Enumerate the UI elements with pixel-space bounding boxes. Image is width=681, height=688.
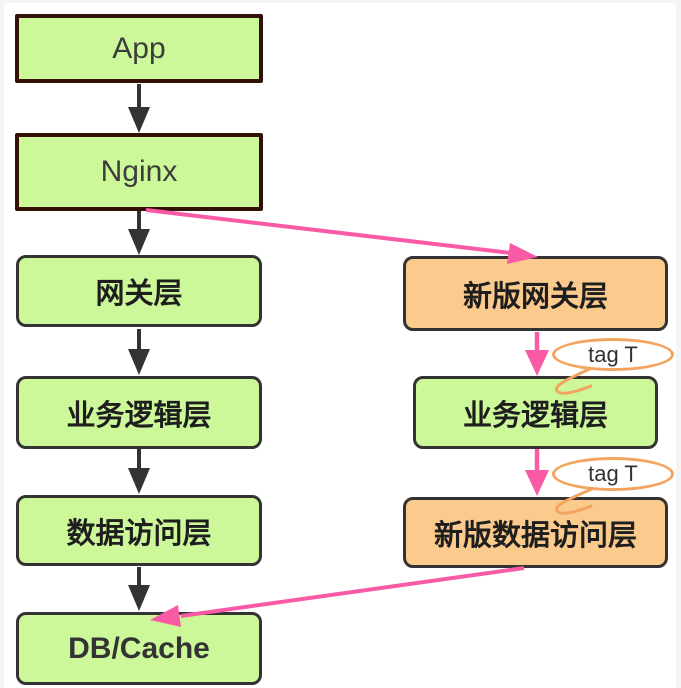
node-new-gateway-layer-label: 新版网关层 bbox=[462, 280, 608, 313]
node-business-logic-layer: 业务逻辑层 bbox=[16, 376, 262, 449]
node-business-logic-layer-new-label: 业务逻辑层 bbox=[462, 399, 608, 432]
arrow-gateway-to-business bbox=[128, 329, 150, 375]
node-new-data-access-layer: 新版数据访问层 bbox=[403, 497, 668, 568]
callout-tag-t-1: tag T bbox=[552, 338, 674, 371]
page-edge-right bbox=[676, 0, 681, 688]
arrow-app-to-nginx bbox=[128, 84, 150, 133]
callout-tag-t-1-label: tag T bbox=[588, 341, 638, 367]
page-edge-left bbox=[0, 0, 4, 688]
node-business-logic-layer-label: 业务逻辑层 bbox=[66, 399, 212, 432]
arrow-nginx-to-gateway bbox=[128, 211, 150, 255]
node-gateway-layer-label: 网关层 bbox=[95, 278, 183, 310]
arrow-new-gateway-to-business-new bbox=[525, 332, 549, 376]
node-gateway-layer: 网关层 bbox=[16, 255, 262, 327]
node-data-access-layer: 数据访问层 bbox=[16, 495, 262, 566]
arrow-business-new-to-new-data bbox=[525, 449, 549, 496]
node-nginx-label: Nginx bbox=[100, 155, 178, 188]
arrow-data-to-db bbox=[128, 567, 150, 611]
node-app-label: App bbox=[112, 31, 166, 65]
node-db-cache-label: DB/Cache bbox=[68, 631, 210, 665]
node-business-logic-layer-new: 业务逻辑层 bbox=[413, 376, 658, 449]
callout-tag-t-2: tag T bbox=[552, 457, 674, 491]
node-nginx: Nginx bbox=[15, 133, 263, 211]
page-edge-top bbox=[0, 0, 681, 3]
node-app: App bbox=[15, 14, 263, 83]
node-new-gateway-layer: 新版网关层 bbox=[403, 256, 668, 331]
node-data-access-layer-label: 数据访问层 bbox=[66, 517, 212, 550]
callout-tag-t-2-label: tag T bbox=[588, 461, 638, 486]
arrow-business-to-data bbox=[128, 449, 150, 494]
node-new-data-access-layer-label: 新版数据访问层 bbox=[433, 519, 637, 552]
node-db-cache: DB/Cache bbox=[16, 612, 262, 685]
